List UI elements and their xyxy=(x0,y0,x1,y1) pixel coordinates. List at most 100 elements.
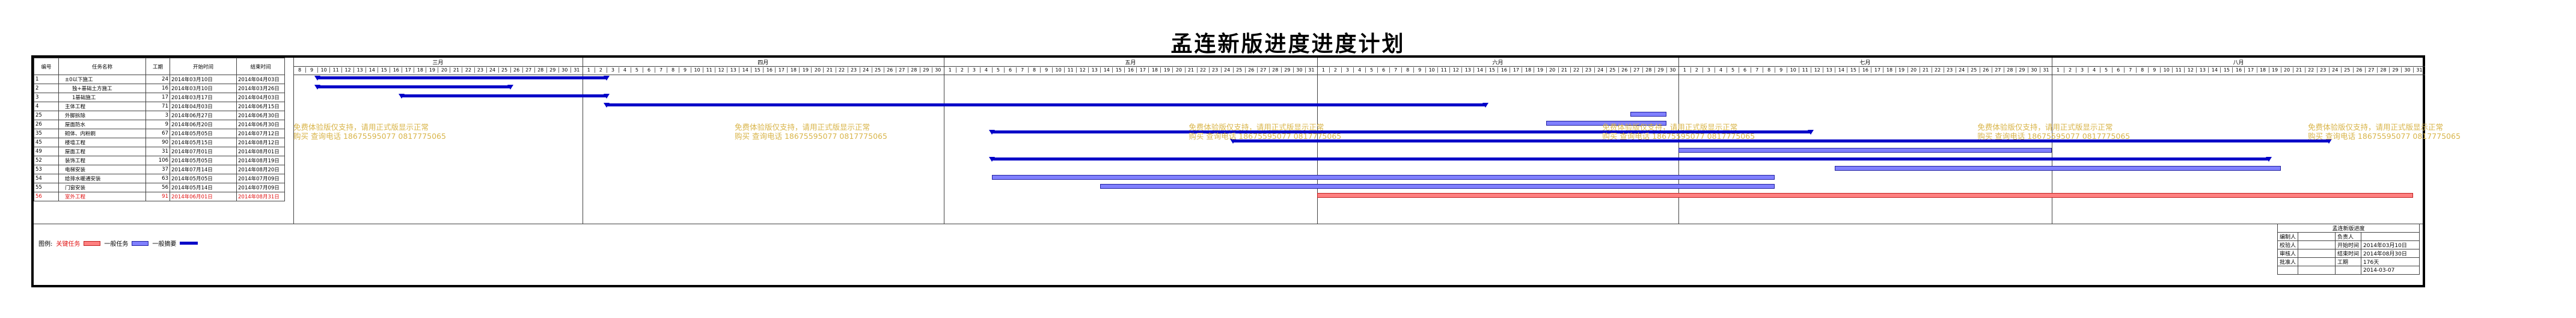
day-tick-label: 2 xyxy=(1329,67,1341,73)
day-tick-label: 9 xyxy=(2148,67,2160,73)
task-bar[interactable] xyxy=(1546,121,1666,126)
day-tick-label: 7 xyxy=(655,67,667,73)
summary-bar[interactable] xyxy=(1229,139,2332,144)
task-start: 2014年03月10日 xyxy=(170,75,237,84)
day-tick-label: 16 xyxy=(763,67,775,73)
day-tick-label: 7 xyxy=(2124,67,2136,73)
day-tick-label: 29 xyxy=(1654,67,1666,73)
day-tick-label: 18 xyxy=(1148,67,1160,73)
day-tick-label: 3 xyxy=(1341,67,1353,73)
day-tick-label: 29 xyxy=(2015,67,2028,73)
task-num: 52 xyxy=(34,156,59,165)
summary-bar[interactable] xyxy=(314,76,610,81)
task-name: 主体工程 xyxy=(58,102,146,111)
day-tick-label: 11 xyxy=(1064,67,1076,73)
info-value: 2014年03月10日 xyxy=(2361,240,2420,249)
month-divider xyxy=(293,58,294,224)
task-bar[interactable] xyxy=(1100,184,1775,189)
day-tick-label: 19 xyxy=(1895,67,1908,73)
day-tick-label: 21 xyxy=(1919,67,1932,73)
task-end: 2014年07月09日 xyxy=(236,183,285,192)
task-start: 2014年06月27日 xyxy=(170,111,237,120)
task-name: 门窗安装 xyxy=(58,183,146,192)
info-value xyxy=(2298,249,2336,258)
day-tick-label: 9 xyxy=(1040,67,1052,73)
day-tick-label: 23 xyxy=(1943,67,1956,73)
day-tick-label: 27 xyxy=(1991,67,2004,73)
task-start: 2014年05月15日 xyxy=(170,138,237,147)
day-tick-label: 16 xyxy=(390,67,402,73)
summary-bar[interactable] xyxy=(988,157,2272,162)
day-tick-label: 18 xyxy=(787,67,799,73)
day-tick-label: 31 xyxy=(2039,67,2052,73)
day-tick-label: 14 xyxy=(366,67,378,73)
day-tick-label: 21 xyxy=(2292,67,2305,73)
summary-bar[interactable] xyxy=(603,103,1489,108)
day-tick-label: 15 xyxy=(1112,67,1124,73)
day-tick-label: 7 xyxy=(1016,67,1028,73)
day-tick-label: 29 xyxy=(1280,67,1293,73)
task-duration: 63 xyxy=(145,174,170,183)
info-value: 2014-03-07 xyxy=(2361,266,2420,275)
day-tick-label: 15 xyxy=(751,67,763,73)
task-end: 2014年06月15日 xyxy=(236,102,285,111)
task-bar[interactable] xyxy=(1835,166,2281,171)
day-tick-label: 25 xyxy=(1232,67,1245,73)
task-bar[interactable] xyxy=(991,175,1775,180)
day-tick-label: 21 xyxy=(450,67,462,73)
month-label: 三月 xyxy=(432,60,444,66)
month-label: 五月 xyxy=(1125,60,1136,66)
day-tick-label: 3 xyxy=(1702,67,1715,73)
day-tick-label: 29 xyxy=(919,67,932,73)
day-tick-label: 10 xyxy=(2160,67,2172,73)
task-bar[interactable] xyxy=(1630,112,1666,117)
day-tick-label: 17 xyxy=(1871,67,1883,73)
day-tick-label: 7 xyxy=(1389,67,1401,73)
info-value xyxy=(2298,240,2336,249)
day-tick-label: 1 xyxy=(2051,67,2064,73)
legend-summary-swatch xyxy=(180,242,198,245)
day-tick-label: 8 xyxy=(667,67,679,73)
task-duration: 16 xyxy=(145,84,170,93)
critical-task-bar[interactable] xyxy=(1317,193,2413,198)
day-tick-label: 8 xyxy=(1401,67,1413,73)
day-tick-label: 15 xyxy=(2220,67,2232,73)
watermark-line: 免费体验版仅支持，请用正式版显示正常 xyxy=(1602,123,1738,132)
day-tick-label: 31 xyxy=(1305,67,1317,73)
task-name: 装饰工程 xyxy=(58,156,146,165)
column-header-name: 任务名称 xyxy=(58,58,146,75)
summary-bar[interactable] xyxy=(988,130,1814,135)
day-tick-label: 9 xyxy=(305,67,317,73)
day-tick-label: 16 xyxy=(1124,67,1136,73)
day-tick-label: 10 xyxy=(1787,67,1799,73)
day-tick-label: 28 xyxy=(1642,67,1654,73)
day-tick-label: 19 xyxy=(2268,67,2281,73)
task-name: 屋面防水 xyxy=(58,120,146,129)
day-tick-label: 19 xyxy=(799,67,811,73)
task-bar[interactable] xyxy=(1678,148,2052,153)
summary-bar[interactable] xyxy=(399,94,610,99)
task-num: 54 xyxy=(34,174,59,183)
day-tick-label: 22 xyxy=(1570,67,1582,73)
day-tick-label: 31 xyxy=(2412,67,2425,73)
day-tick-label: 9 xyxy=(679,67,691,73)
day-tick-label: 1 xyxy=(582,67,595,73)
info-value: 2014年08月30日 xyxy=(2361,249,2420,258)
summary-bar[interactable] xyxy=(314,85,513,90)
day-tick-label: 6 xyxy=(1739,67,1751,73)
